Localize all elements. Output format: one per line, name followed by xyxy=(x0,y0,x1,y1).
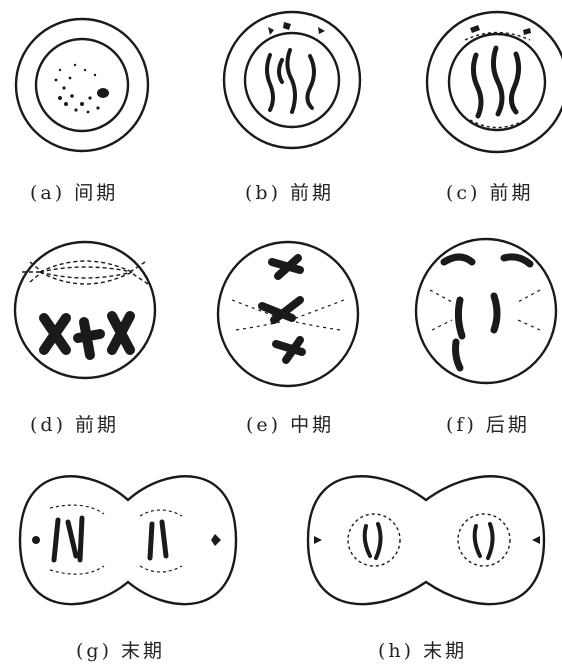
caption-h: (h) 末期 xyxy=(378,640,468,662)
cell-a-interphase xyxy=(14,17,150,153)
cell-d-prophase xyxy=(13,240,157,380)
caption-b: (b) 前期 xyxy=(245,182,335,204)
caption-c: (c) 前期 xyxy=(446,182,534,204)
cell-c-prophase xyxy=(425,10,562,154)
caption-d: (d) 前期 xyxy=(30,414,120,436)
cell-h-telophase xyxy=(306,475,546,606)
caption-a: (a) 间期 xyxy=(30,182,119,204)
cell-g-telophase xyxy=(18,475,238,606)
caption-f: (f) 后期 xyxy=(446,414,530,436)
caption-e: (e) 中期 xyxy=(246,414,335,436)
cell-e-metaphase xyxy=(216,240,360,388)
caption-g: (g) 末期 xyxy=(76,640,166,662)
cell-b-prophase xyxy=(222,10,362,150)
cell-f-anaphase xyxy=(414,237,558,385)
